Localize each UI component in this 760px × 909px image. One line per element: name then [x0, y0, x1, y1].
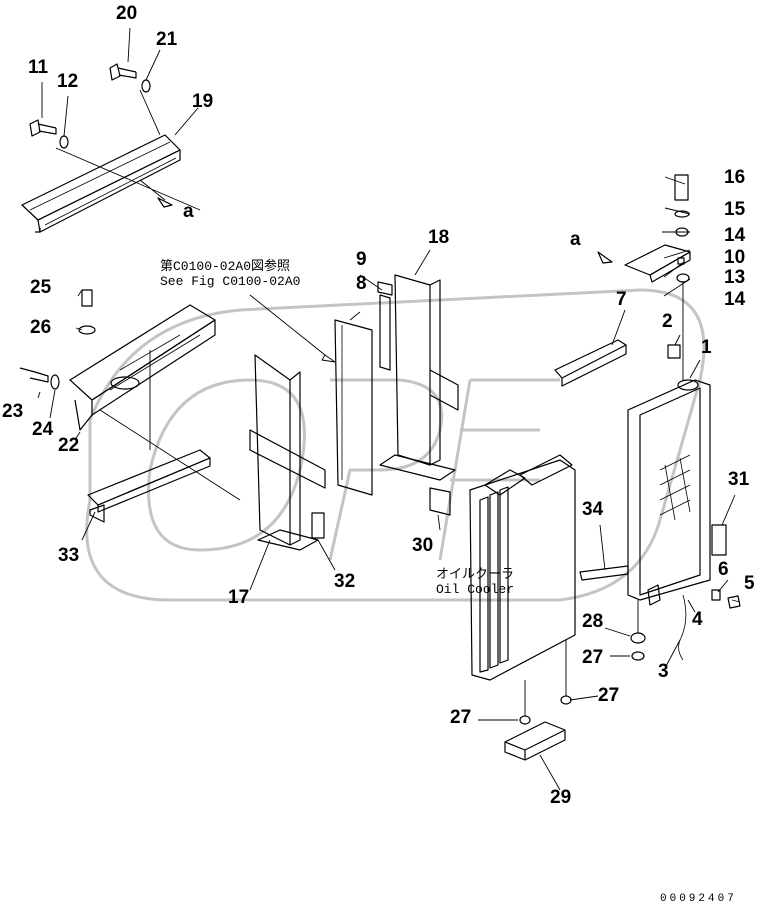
callout-9: 9 [356, 249, 367, 270]
plate-8 [334, 319, 373, 496]
seal-34 [579, 565, 629, 581]
callout-27-left: 27 [450, 707, 472, 728]
oil-cooler-label: オイルクーラ Oil Cooler [436, 567, 515, 598]
bracket-19 [21, 134, 181, 233]
callout-7: 7 [616, 289, 627, 310]
callout-13: 13 [724, 267, 746, 288]
callout-8: 8 [356, 273, 367, 294]
callout-6: 6 [718, 559, 729, 580]
bushing-27-right [631, 651, 645, 661]
callout-10: 10 [724, 247, 746, 268]
bolt-16 [674, 174, 689, 201]
callout-23: 23 [2, 401, 24, 422]
callout-16: 16 [724, 167, 746, 188]
column-18 [379, 274, 459, 481]
arrow-a-right [597, 251, 613, 264]
callout-2: 2 [662, 311, 673, 332]
leader-lines [37, 27, 741, 791]
document-number: 00092407 [660, 893, 737, 905]
callout-5: 5 [744, 573, 755, 594]
callout-26: 26 [30, 317, 52, 338]
washer-21 [141, 79, 151, 93]
washer-12 [59, 135, 69, 149]
plug-5 [727, 595, 741, 609]
callout-11: 11 [28, 57, 49, 78]
callout-25: 25 [30, 277, 52, 298]
ref-label-a-right: a [570, 229, 581, 250]
frame-22 [69, 304, 216, 431]
callout-21: 21 [156, 29, 178, 50]
bracket-10 [624, 244, 691, 283]
cross-reference-note: 第C0100-02A0図参照 See Fig C0100-02A0 [160, 259, 301, 290]
arrow-a-left [157, 197, 173, 208]
cap-2 [667, 344, 681, 359]
watermark-logo [85, 288, 706, 602]
seal-29 [504, 721, 566, 761]
callout-14-upper: 14 [724, 225, 746, 246]
bolt-20 [109, 63, 137, 81]
bolt-11 [29, 119, 57, 137]
callout-24: 24 [32, 419, 54, 440]
spacer-32 [311, 512, 325, 539]
callout-17: 17 [228, 587, 250, 608]
callout-18: 18 [428, 227, 450, 248]
oil-cooler-label-english: Oil Cooler [436, 581, 515, 597]
seal-33 [87, 449, 211, 523]
oil-cooler-label-japanese: オイルクーラ [436, 567, 515, 582]
callout-28: 28 [582, 611, 604, 632]
hose-3 [678, 594, 687, 661]
seal-7 [554, 339, 627, 387]
callout-32: 32 [334, 571, 356, 592]
callout-1: 1 [701, 337, 712, 358]
cross-reference-japanese: 第C0100-02A0図参照 [160, 259, 291, 274]
callout-12: 12 [57, 71, 79, 92]
bolt-23 [19, 367, 49, 383]
cross-reference-english: See Fig C0100-02A0 [160, 273, 301, 289]
callout-3: 3 [658, 661, 669, 682]
seal-31 [711, 524, 727, 556]
callout-20: 20 [116, 3, 138, 24]
bolt-25 [81, 289, 93, 307]
oring-6 [711, 589, 721, 601]
callout-19: 19 [192, 91, 214, 112]
cushion-28 [630, 632, 646, 644]
seal-9 [377, 281, 393, 296]
callout-31: 31 [728, 469, 750, 490]
bushing-27-mid [560, 695, 572, 705]
callout-27-right: 27 [582, 647, 604, 668]
callout-29: 29 [550, 787, 572, 808]
bushing-27-left [519, 715, 531, 725]
seal-30 [429, 487, 451, 516]
column-17 [249, 354, 326, 551]
callout-4: 4 [692, 609, 703, 630]
radiator-1 [627, 379, 711, 606]
callout-33: 33 [58, 545, 80, 566]
callout-15: 15 [724, 199, 746, 220]
callout-30: 30 [412, 535, 434, 556]
washer-24 [50, 374, 60, 390]
callout-34: 34 [582, 499, 604, 520]
washer-26 [78, 325, 96, 335]
callout-22: 22 [58, 435, 80, 456]
callout-14-lower: 14 [724, 289, 746, 310]
callout-27-mid: 27 [598, 685, 620, 706]
ref-label-a-left: a [183, 201, 194, 222]
oil-cooler [469, 454, 576, 681]
